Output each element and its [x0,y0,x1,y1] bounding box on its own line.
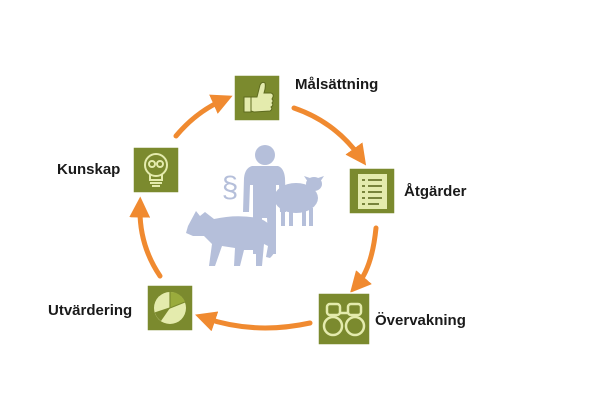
lightbulb-icon [144,153,168,187]
sheep-icon [274,176,324,226]
wolf-icon [186,211,276,266]
step-label-goal: Målsättning [295,76,379,93]
step-label-knowledge: Kunskap [57,161,121,178]
evaluation-icon-box [146,284,194,332]
monitoring-icon-box [317,292,371,346]
thumbs-up-icon [243,81,274,113]
step-label-measures: Åtgärder [404,183,467,200]
step-label-evaluation: Utvärdering [48,302,133,319]
arrow-measures-to-monitoring [350,225,379,293]
step-label-monitoring: Övervakning [375,312,466,329]
arrow-monitoring-to-evaluation [195,311,313,332]
checklist-icon [358,174,387,209]
arrow-knowledge-to-goal [173,94,233,139]
pie-chart-icon [154,291,186,324]
knowledge-icon-box [132,146,180,194]
center-illustration: § [186,145,324,266]
measures-icon-box [348,167,396,215]
arrow-goal-to-measures [291,105,367,166]
arrow-evaluation-to-knowledge [129,196,163,279]
binoculars-icon [322,302,366,337]
goal-icon-box [233,74,281,122]
cycle-arrows [129,94,379,332]
law-paragraph-symbol: § [222,171,239,204]
